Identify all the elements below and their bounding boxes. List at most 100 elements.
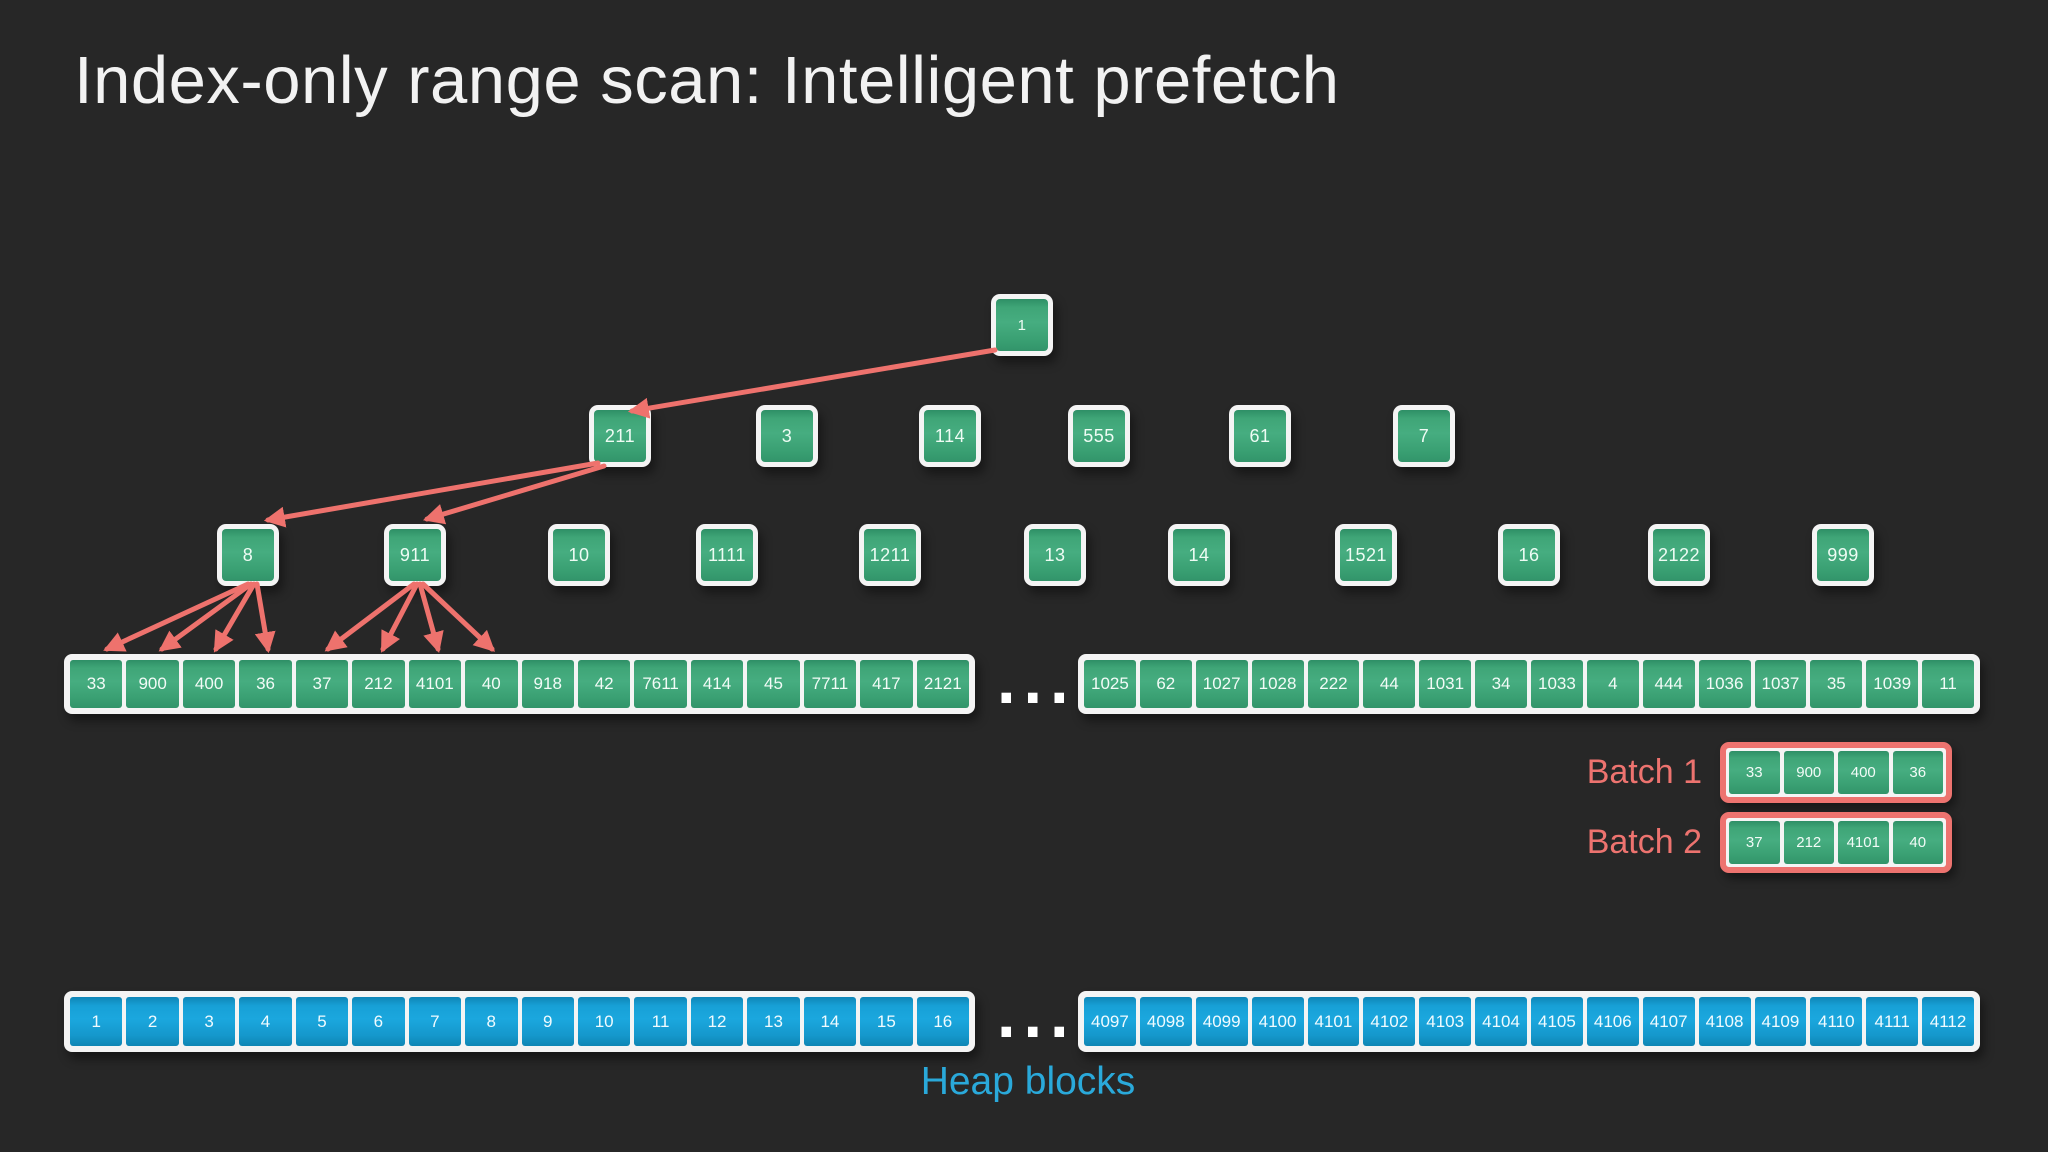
heap-cell: 6 <box>352 997 405 1046</box>
heap-cell: 2 <box>126 997 179 1046</box>
btree-l3-node: 2122 <box>1648 524 1710 586</box>
node-label: 3 <box>761 410 813 462</box>
arrow-911-to-leaf-212 <box>380 581 420 653</box>
heap-cell: 4106 <box>1586 997 1639 1046</box>
heap-cell: 4100 <box>1251 997 1304 1046</box>
leaf-cell: 44 <box>1363 660 1416 708</box>
leaf-cell: 222 <box>1307 660 1360 708</box>
batch-cell: 37 <box>1729 821 1780 864</box>
btree-l3-node: 13 <box>1024 524 1086 586</box>
leaf-cell: 42 <box>577 660 631 708</box>
leaf-cell: 11 <box>1922 660 1974 708</box>
node-label: 555 <box>1073 410 1125 462</box>
heap-cell: 4111 <box>1866 997 1919 1046</box>
batch-cell: 40 <box>1892 821 1943 864</box>
heap-cell: 4112 <box>1922 997 1974 1046</box>
node-label: 114 <box>924 410 976 462</box>
leaf-cell: 2121 <box>916 660 969 708</box>
node-label: 8 <box>222 529 274 581</box>
heap-cell: 4104 <box>1475 997 1527 1046</box>
heap-cell: 3 <box>182 997 236 1046</box>
btree-l3-node: 8 <box>217 524 279 586</box>
arrow-911-to-leaf-4101 <box>417 581 444 654</box>
btree-l3-node: 999 <box>1812 524 1874 586</box>
heap-cell: 7 <box>408 997 462 1046</box>
arrow-8-to-leaf-400 <box>213 581 257 653</box>
heap-cell: 4097 <box>1084 997 1136 1046</box>
heap-cell: 11 <box>634 997 687 1046</box>
heap-cell: 14 <box>803 997 857 1046</box>
leaf-cell: 36 <box>239 660 292 708</box>
arrow-211-to-911 <box>422 463 607 525</box>
node-label: 1521 <box>1340 529 1392 581</box>
batch-cell: 36 <box>1892 751 1943 794</box>
heap-cell: 15 <box>860 997 913 1046</box>
arrow-211-to-8 <box>263 460 601 528</box>
leaf-cell: 414 <box>690 660 744 708</box>
heap-cell: 4109 <box>1754 997 1807 1046</box>
leaf-cell: 417 <box>860 660 913 708</box>
heap-cell: 4108 <box>1698 997 1751 1046</box>
leaf-cell: 1031 <box>1419 660 1472 708</box>
heap-cell: 4099 <box>1195 997 1248 1046</box>
btree-l2-node: 3 <box>756 405 818 467</box>
leaf-cell: 1036 <box>1698 660 1751 708</box>
leaf-cell: 1037 <box>1754 660 1807 708</box>
leaf-cell: 37 <box>295 660 349 708</box>
leaf-ellipsis: ... <box>996 653 1076 716</box>
leaf-cell: 7711 <box>803 660 857 708</box>
btree-l2-node: 7 <box>1393 405 1455 467</box>
leaf-cell: 1025 <box>1084 660 1136 708</box>
leaf-cell: 62 <box>1139 660 1192 708</box>
heap-cell: 5 <box>295 997 349 1046</box>
leaf-cell: 1033 <box>1531 660 1583 708</box>
heap-cell: 12 <box>690 997 744 1046</box>
leaf-cell: 1027 <box>1195 660 1248 708</box>
heap-ellipsis: ... <box>996 987 1076 1050</box>
btree-l3-node: 1211 <box>859 524 921 586</box>
arrow-root-to-211 <box>627 347 998 419</box>
leaf-cell: 45 <box>747 660 800 708</box>
heap-cell: 4105 <box>1531 997 1583 1046</box>
leaf-cell: 900 <box>126 660 179 708</box>
heap-cell: 4101 <box>1307 997 1360 1046</box>
btree-l3-node: 911 <box>384 524 446 586</box>
heap-cell: 4098 <box>1139 997 1192 1046</box>
leaf-cell: 33 <box>70 660 123 708</box>
heap-cell: 4107 <box>1642 997 1695 1046</box>
btree-l2-node: 211 <box>589 405 651 467</box>
node-label: 211 <box>594 410 646 462</box>
heap-caption: Heap blocks <box>920 1060 1136 1103</box>
btree-l3-node: 1111 <box>696 524 758 586</box>
leaf-cell: 40 <box>465 660 518 708</box>
node-label: 16 <box>1503 529 1555 581</box>
node-label: 1111 <box>701 529 753 581</box>
leaf-cell: 4 <box>1586 660 1639 708</box>
leaf-cell: 7611 <box>634 660 687 708</box>
heap-cell: 9 <box>521 997 574 1046</box>
arrow-911-to-leaf-40 <box>420 581 496 652</box>
heap-cell: 4110 <box>1810 997 1863 1046</box>
leaf-cell: 1039 <box>1866 660 1919 708</box>
heap-cell: 4102 <box>1363 997 1416 1046</box>
node-label: 1 <box>996 299 1048 351</box>
leaf-cell: 34 <box>1475 660 1527 708</box>
btree-l2-node: 555 <box>1068 405 1130 467</box>
leaf-cell: 400 <box>182 660 236 708</box>
heap-cell: 16 <box>916 997 969 1046</box>
heap-cell: 10 <box>577 997 631 1046</box>
leaf-cell: 918 <box>521 660 574 708</box>
batch-cell: 4101 <box>1838 821 1889 864</box>
heap-cell: 13 <box>747 997 800 1046</box>
batch-cell: 400 <box>1838 751 1889 794</box>
btree-l3-node: 14 <box>1168 524 1230 586</box>
node-label: 13 <box>1029 529 1081 581</box>
arrow-8-to-leaf-33 <box>103 581 251 652</box>
heap-cell: 4103 <box>1419 997 1472 1046</box>
node-label: 10 <box>553 529 605 581</box>
